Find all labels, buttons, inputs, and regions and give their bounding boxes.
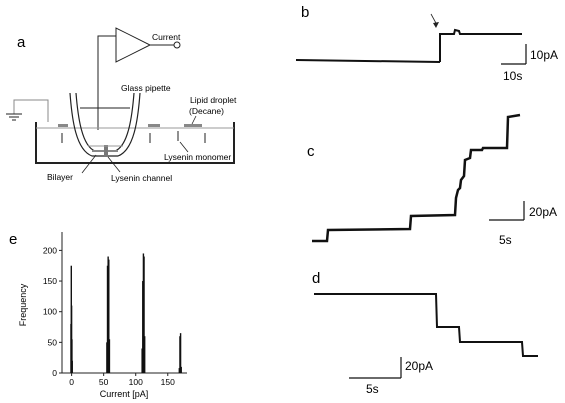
trace-d-stepwise [314, 293, 538, 357]
y-tick-label: 200 [43, 245, 57, 255]
x-tick-label: 100 [129, 377, 143, 387]
pipette-inner-wall [75, 92, 135, 152]
scale-label-c-current: 20pA [529, 205, 557, 219]
histogram-bar [143, 256, 145, 373]
amplifier-icon [115, 27, 152, 63]
panel-letter-b: b [301, 4, 309, 21]
current-label: Current [152, 32, 181, 42]
trace-b-open-state [439, 28, 522, 62]
panel-d-trace: d 20pA 5s [312, 270, 538, 396]
scale-label-b-time: 10s [503, 69, 522, 83]
channel-pointer [107, 156, 121, 173]
panel-letter-e: e [9, 231, 17, 248]
lipid-droplet-pointer [191, 115, 197, 125]
lysenin-monomer-label: Lysenin monomer [164, 152, 231, 162]
y-tick-label: 50 [48, 337, 58, 347]
insertion-arrowhead-icon [433, 22, 439, 28]
y-tick-label: 0 [52, 368, 57, 378]
x-ticks: 0 50 100 150 [69, 373, 175, 387]
electrode-wire [97, 35, 116, 130]
output-terminal-icon [173, 41, 181, 49]
panel-letter-d: d [312, 270, 320, 287]
ground-icon [6, 99, 49, 122]
panel-a-schematic: a Current Glass pipette [6, 27, 239, 183]
histogram-bar [108, 259, 110, 373]
histogram-bar [108, 339, 111, 373]
x-tick-label: 50 [99, 377, 109, 387]
monomer-pointer [179, 141, 189, 153]
scale-label-d-current: 20pA [405, 359, 433, 373]
x-axis-title: Current [pA] [100, 389, 149, 399]
scale-label-c-time: 5s [499, 233, 512, 247]
panel-e-histogram: e 0 50 100 150 200 0 50 100 150 Current [pA] Fr… [9, 231, 187, 399]
panel-c-trace: c 20pA 5s [307, 113, 557, 247]
histogram-bars [70, 253, 182, 373]
y-tick-label: 150 [43, 276, 57, 286]
lipid-droplet-right [184, 124, 202, 127]
panel-letter-c: c [307, 143, 315, 160]
trace-b-baseline [295, 59, 441, 63]
y-tick-label: 100 [43, 307, 57, 317]
scale-label-d-time: 5s [366, 382, 379, 396]
x-tick-label: 0 [69, 377, 74, 387]
lysenin-channel-icon [104, 145, 108, 157]
panel-b-trace: b 10pA 10s [295, 4, 558, 83]
lipid-droplet-label: Lipid droplet (Decane) [189, 95, 239, 116]
x-tick-label: 150 [161, 377, 175, 387]
bilayer-label: Bilayer [47, 172, 73, 182]
glass-pipette-label: Glass pipette [121, 83, 171, 93]
histogram-bar [71, 339, 73, 373]
lipid-droplet-left [58, 124, 68, 127]
histogram-bar [179, 333, 182, 373]
bath-chamber [35, 122, 235, 164]
y-axis-title: Frequency [18, 283, 28, 326]
histogram-bar [143, 336, 146, 373]
bilayer-pointer [81, 154, 97, 174]
lysenin-channel-label: Lysenin channel [111, 173, 172, 183]
y-ticks: 0 50 100 150 200 [43, 245, 62, 378]
histogram-bar [70, 305, 73, 373]
panel-letter-a: a [17, 34, 26, 51]
scale-label-b-current: 10pA [530, 48, 558, 62]
lipid-droplet-mid [148, 124, 160, 127]
trace-c-stepwise [312, 113, 521, 243]
histogram-bar [180, 366, 182, 373]
histogram-bar [71, 360, 73, 373]
